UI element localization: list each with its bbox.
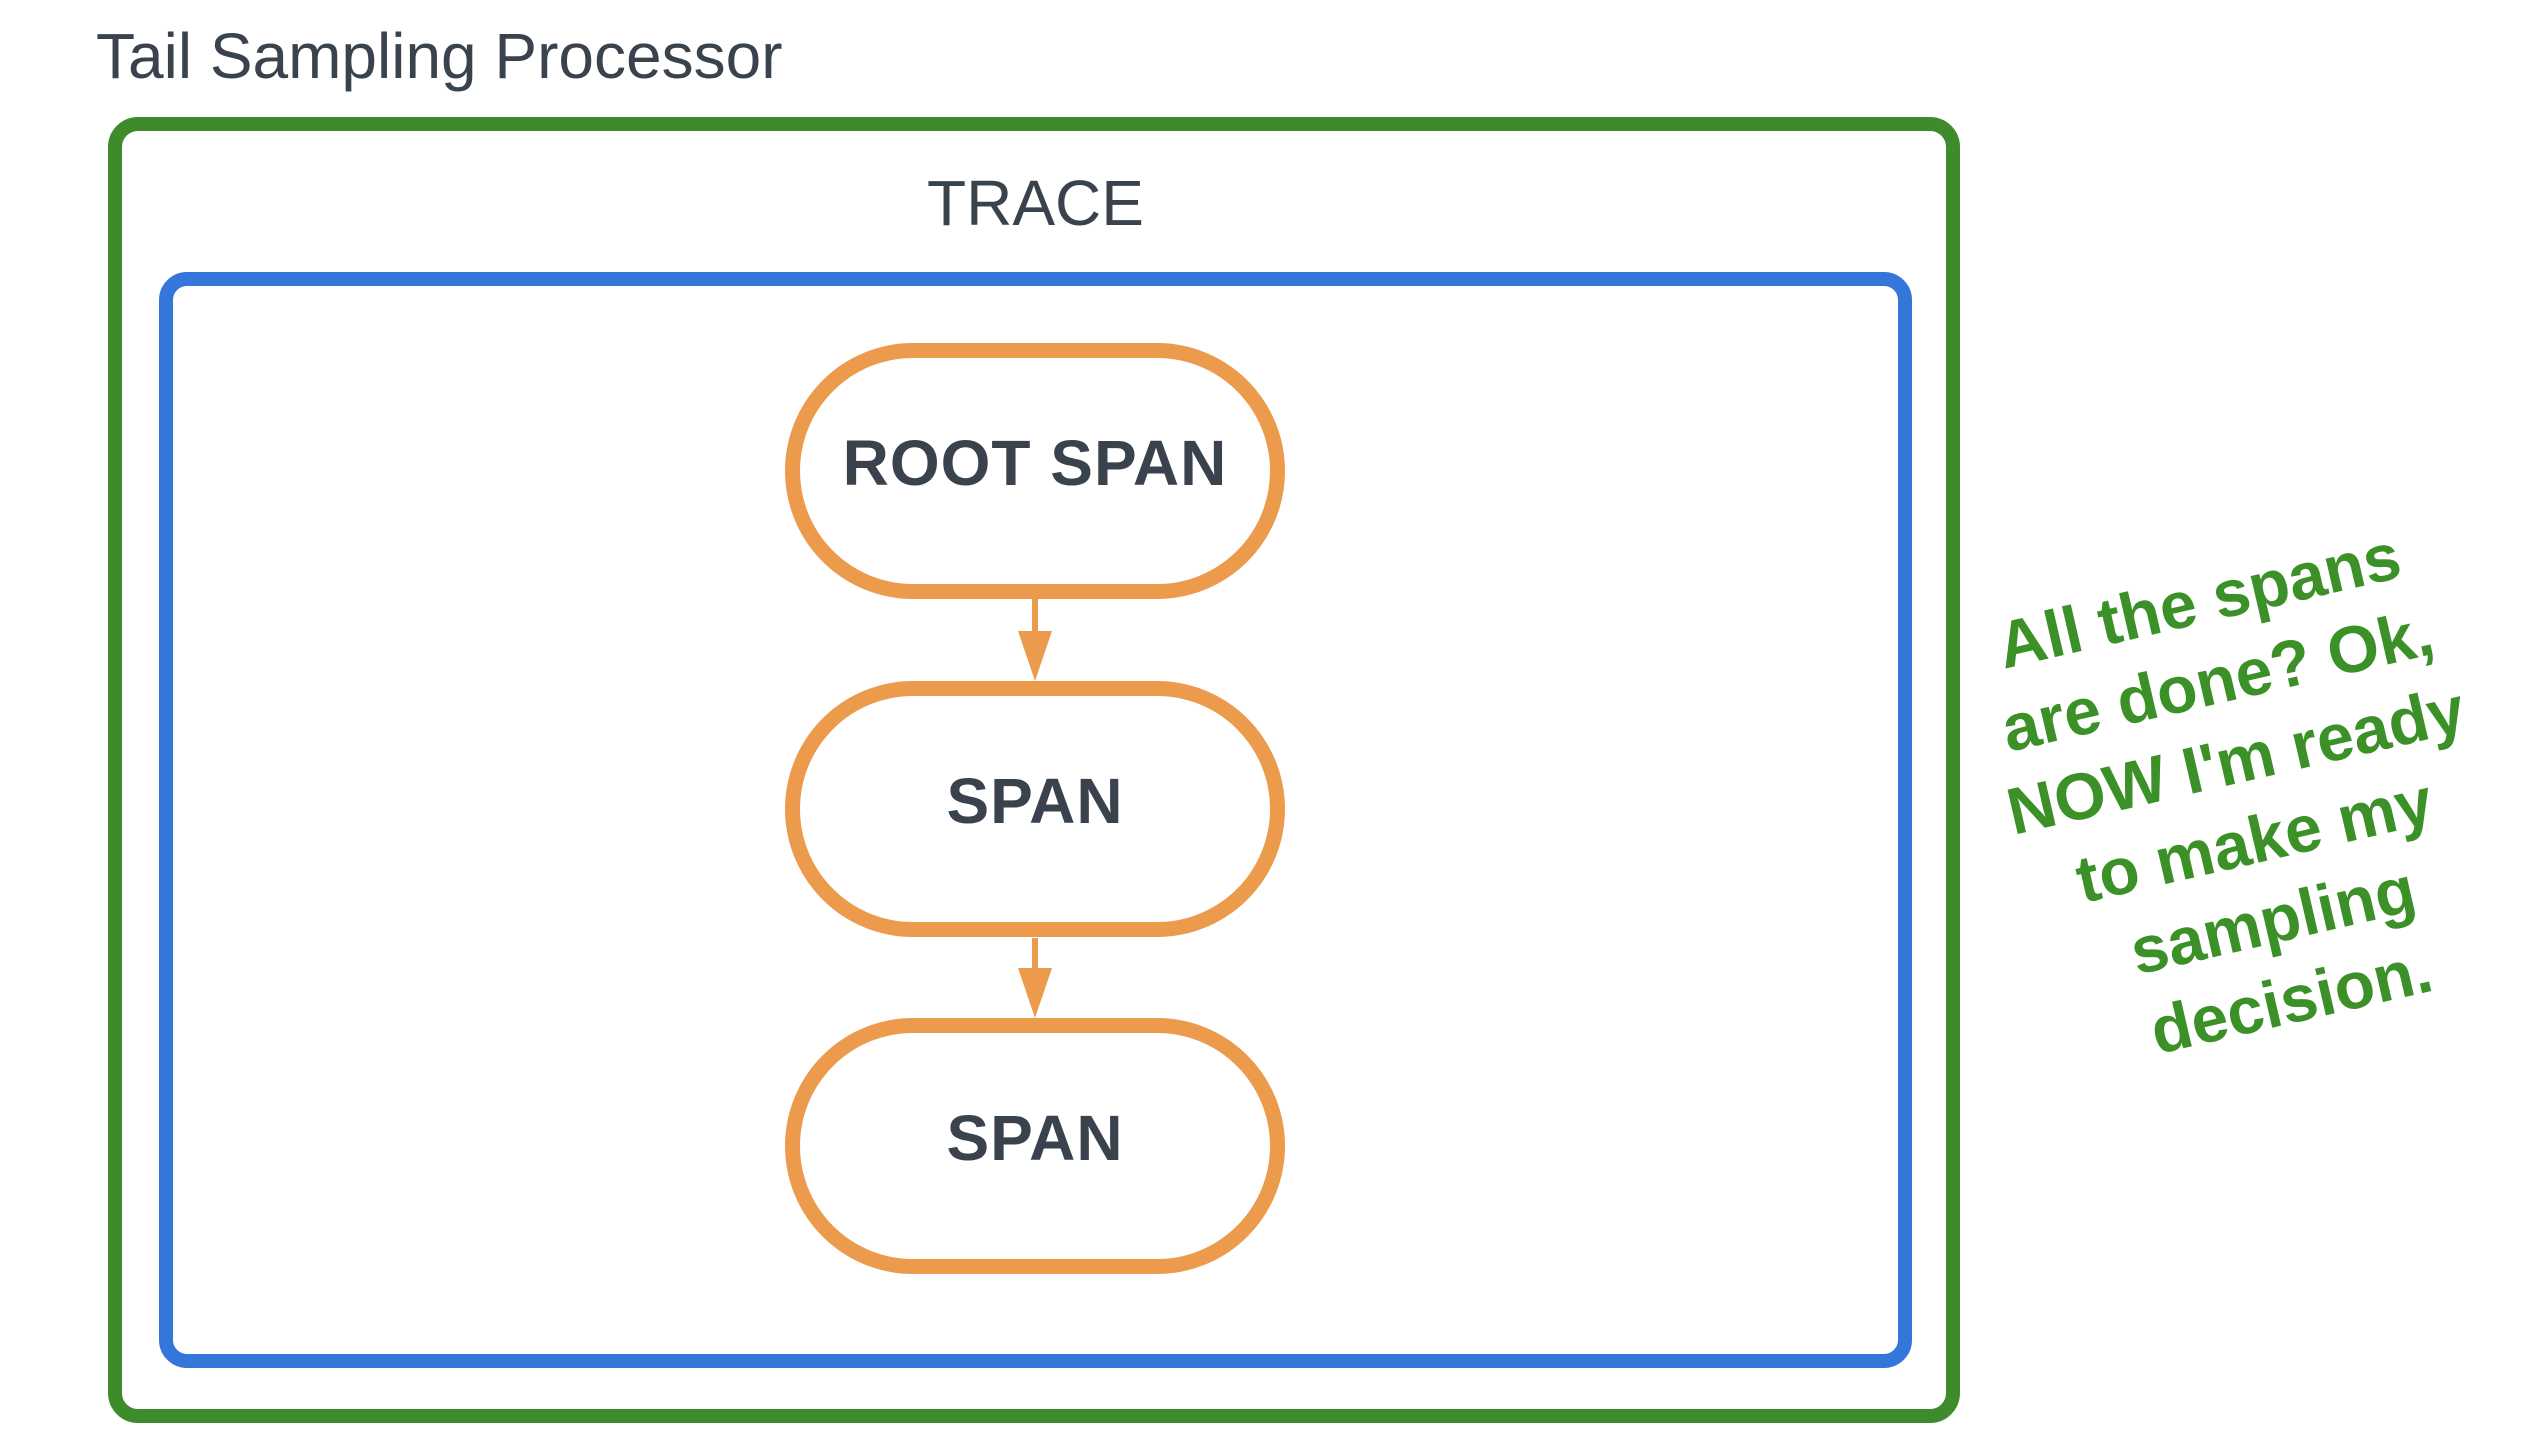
span-node-middle: SPAN — [785, 681, 1285, 937]
span-node-last: SPAN — [785, 1018, 1285, 1274]
sampling-decision-note: All the spans are done? Ok, NOW I'm read… — [1936, 502, 2542, 1098]
trace-boundary — [159, 272, 1912, 1368]
arrow-stem — [1032, 938, 1038, 971]
arrow-stem — [1032, 599, 1038, 635]
arrow-head — [1018, 968, 1052, 1018]
trace-label: TRACE — [927, 167, 1144, 239]
tail-sampling-processor-boundary — [108, 117, 1960, 1423]
diagram-title: Tail Sampling Processor — [96, 20, 783, 92]
arrow-head — [1018, 631, 1052, 681]
root-span-node: ROOT SPAN — [785, 343, 1285, 599]
